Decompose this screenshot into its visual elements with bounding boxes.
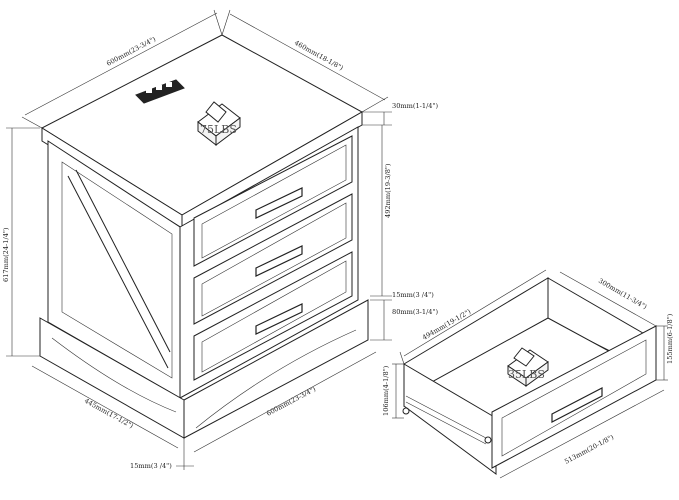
drawer-slide: [405, 395, 487, 445]
drawer: 35LBS: [402, 277, 657, 475]
slide-roller: [402, 407, 410, 415]
top-depth-label: 460mm(18-1/8"): [293, 39, 345, 73]
drawer-load-label: 35LBS: [508, 368, 545, 381]
top-thickness-label: 30mm(1-1/4"): [392, 102, 439, 110]
drawer-box-height-label: 106mm(4-1/8"): [382, 365, 390, 416]
drawer-front-height-label: 155mm(6-1/8"): [666, 313, 674, 364]
drawer-front-inset: [501, 339, 647, 457]
drawer-3: [193, 251, 353, 381]
base-height-label: 80mm(3-1/4"): [392, 308, 439, 316]
drawer-front-pull: [551, 387, 603, 423]
foot-gap-label: 15mm(3 /4"): [130, 462, 172, 470]
drawer-1-pull: [255, 187, 303, 219]
drawer-inner-depth-label: 300mm(11-3/4"): [597, 277, 649, 311]
top-width-label: 600mm(23-3/4"): [105, 35, 157, 68]
left-panel-inset: [61, 161, 173, 379]
base-left-curve: [51, 337, 177, 413]
total-height-label: 617mm(24-1/4"): [2, 227, 10, 282]
barn-brace-a: [67, 175, 169, 369]
charging-pad: [135, 79, 185, 104]
top-load-label: 75LBS: [200, 123, 237, 136]
slide-stop: [484, 436, 492, 444]
nightstand-dimension-lines: [6, 9, 392, 470]
drawer-weight-icon: [507, 347, 549, 387]
base-gap-label: 15mm(3 /4"): [392, 291, 434, 299]
barn-brace-b: [75, 169, 171, 353]
drawer-2: [193, 193, 353, 325]
drawer-zone-height-label: 492mm(19-3/8"): [384, 163, 392, 218]
top-weight-icon: [197, 101, 241, 147]
base-front-curve: [195, 329, 357, 429]
drawer-3-pull: [255, 303, 303, 335]
drawer-dimension-lines: [392, 269, 668, 479]
base-front: [183, 299, 369, 439]
drawer-1: [193, 135, 353, 267]
drawer-width-label: 513mm(20-1/8"): [563, 433, 615, 466]
drawer-2-pull: [255, 245, 303, 277]
nightstand: 75LBS: [39, 34, 369, 439]
